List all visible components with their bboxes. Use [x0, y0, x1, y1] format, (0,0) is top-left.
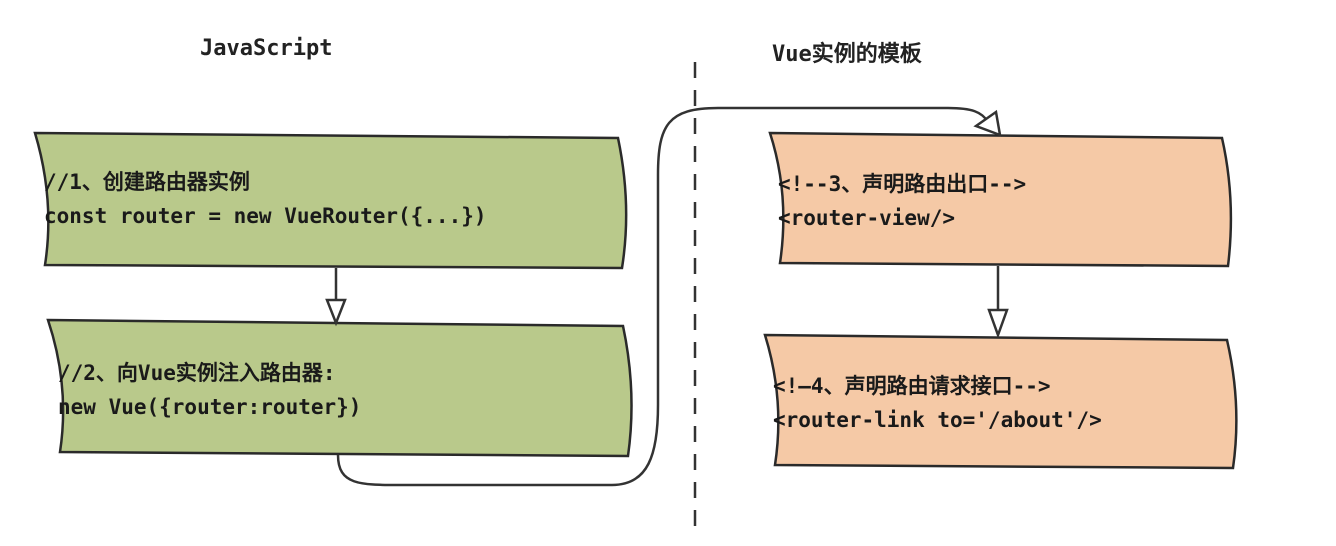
arrowhead-1-to-2	[325, 298, 347, 327]
box-inject-router	[46, 318, 633, 458]
arrowhead-3-to-4	[987, 308, 1009, 339]
box-router-view	[768, 131, 1233, 268]
code-const-router: const router = new VueRouter({...})	[44, 204, 487, 228]
connector-2-to-3	[336, 106, 990, 487]
header-vue-template: Vue实例的模板	[772, 42, 922, 67]
comment-inject-router: //2、向Vue实例注入路由器:	[58, 361, 336, 385]
box-create-router	[33, 131, 628, 270]
comment-router-link: <!—4、声明路由请求接口-->	[773, 374, 1051, 398]
comment-router-outlet: <!--3、声明路由出口-->	[778, 172, 1027, 196]
box4-text: <!—4、声明路由请求接口--> <router-link to='/about…	[773, 369, 1102, 437]
comment-create-router: //1、创建路由器实例	[44, 170, 250, 194]
arrowhead-2-to-3	[973, 109, 1002, 137]
header-javascript: JavaScript	[200, 36, 333, 61]
box1-text: //1、创建路由器实例 const router = new VueRouter…	[44, 165, 487, 233]
box2-text: //2、向Vue实例注入路由器: new Vue({router:router}…	[58, 356, 361, 424]
code-router-view: <router-view/>	[778, 206, 956, 230]
code-router-link: <router-link to='/about'/>	[773, 408, 1102, 432]
box3-text: <!--3、声明路由出口--> <router-view/>	[778, 167, 1026, 235]
box-router-link	[763, 333, 1238, 470]
code-new-vue: new Vue({router:router})	[58, 395, 362, 419]
